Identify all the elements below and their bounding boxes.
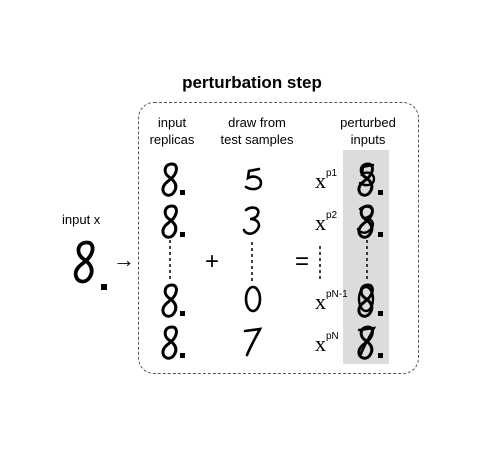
- perturbed-dot-3: [378, 311, 383, 316]
- x-symbol: x: [315, 331, 326, 356]
- perturbed-dot-1: [378, 190, 383, 195]
- perturbed-digit-2: [356, 204, 375, 239]
- replica-dot-4: [180, 353, 185, 358]
- perturbed-digit-4: [357, 325, 377, 360]
- input-x-label: input x: [62, 212, 101, 227]
- perturbed-dot-4: [378, 353, 383, 358]
- x-p1-label: xp1: [315, 168, 337, 194]
- perturbed-digit-3: [357, 283, 375, 318]
- header-draw-from-line2: test samples: [220, 132, 294, 147]
- equals-sign: =: [295, 248, 310, 275]
- superscript-pN-1: pN-1: [326, 288, 348, 300]
- perturbation-box: [138, 102, 419, 374]
- header-input-replicas: input replicas: [140, 114, 204, 148]
- replica-dot-3: [180, 311, 185, 316]
- header-perturbed-line1: perturbed: [340, 115, 396, 130]
- plus-sign: +: [205, 248, 220, 275]
- superscript-p2: p2: [326, 209, 338, 221]
- header-perturbed-inputs: perturbed inputs: [328, 114, 408, 148]
- header-draw-from-line1: draw from: [228, 115, 286, 130]
- x-p2-label: xp2: [315, 210, 337, 236]
- sample-digit-3: [242, 206, 261, 235]
- superscript-pN: pN: [326, 330, 339, 342]
- header-input-replicas-line1: input: [157, 115, 187, 130]
- x-symbol: x: [315, 289, 326, 314]
- superscript-p1: p1: [326, 167, 338, 179]
- x-symbol: x: [315, 210, 326, 235]
- replica-dot-1: [180, 190, 185, 195]
- header-perturbed-line2: inputs: [350, 132, 386, 147]
- sample-digit-0: [244, 285, 262, 313]
- input-digit-eight: [73, 240, 95, 284]
- sample-digit-5: [244, 167, 263, 191]
- arrow-icon: →: [113, 247, 135, 272]
- diagram-title: perturbation step: [182, 73, 322, 92]
- x-pN-1-label: xpN-1: [315, 289, 348, 315]
- replica-dot-2: [180, 232, 185, 237]
- header-draw-from-test-samples: draw from test samples: [205, 114, 309, 148]
- replica-digit-1: [161, 162, 178, 197]
- replica-digit-2: [161, 204, 178, 239]
- x-pN-label: xpN: [315, 331, 339, 357]
- sample-digit-7: [243, 327, 263, 357]
- header-input-replicas-line2: replicas: [149, 132, 195, 147]
- input-digit-dot: [101, 284, 107, 290]
- replica-digit-4: [161, 325, 178, 360]
- perturbed-digit-1: [357, 162, 376, 197]
- x-symbol: x: [315, 168, 326, 193]
- perturbed-dot-2: [378, 232, 383, 237]
- replica-digit-3: [161, 283, 178, 318]
